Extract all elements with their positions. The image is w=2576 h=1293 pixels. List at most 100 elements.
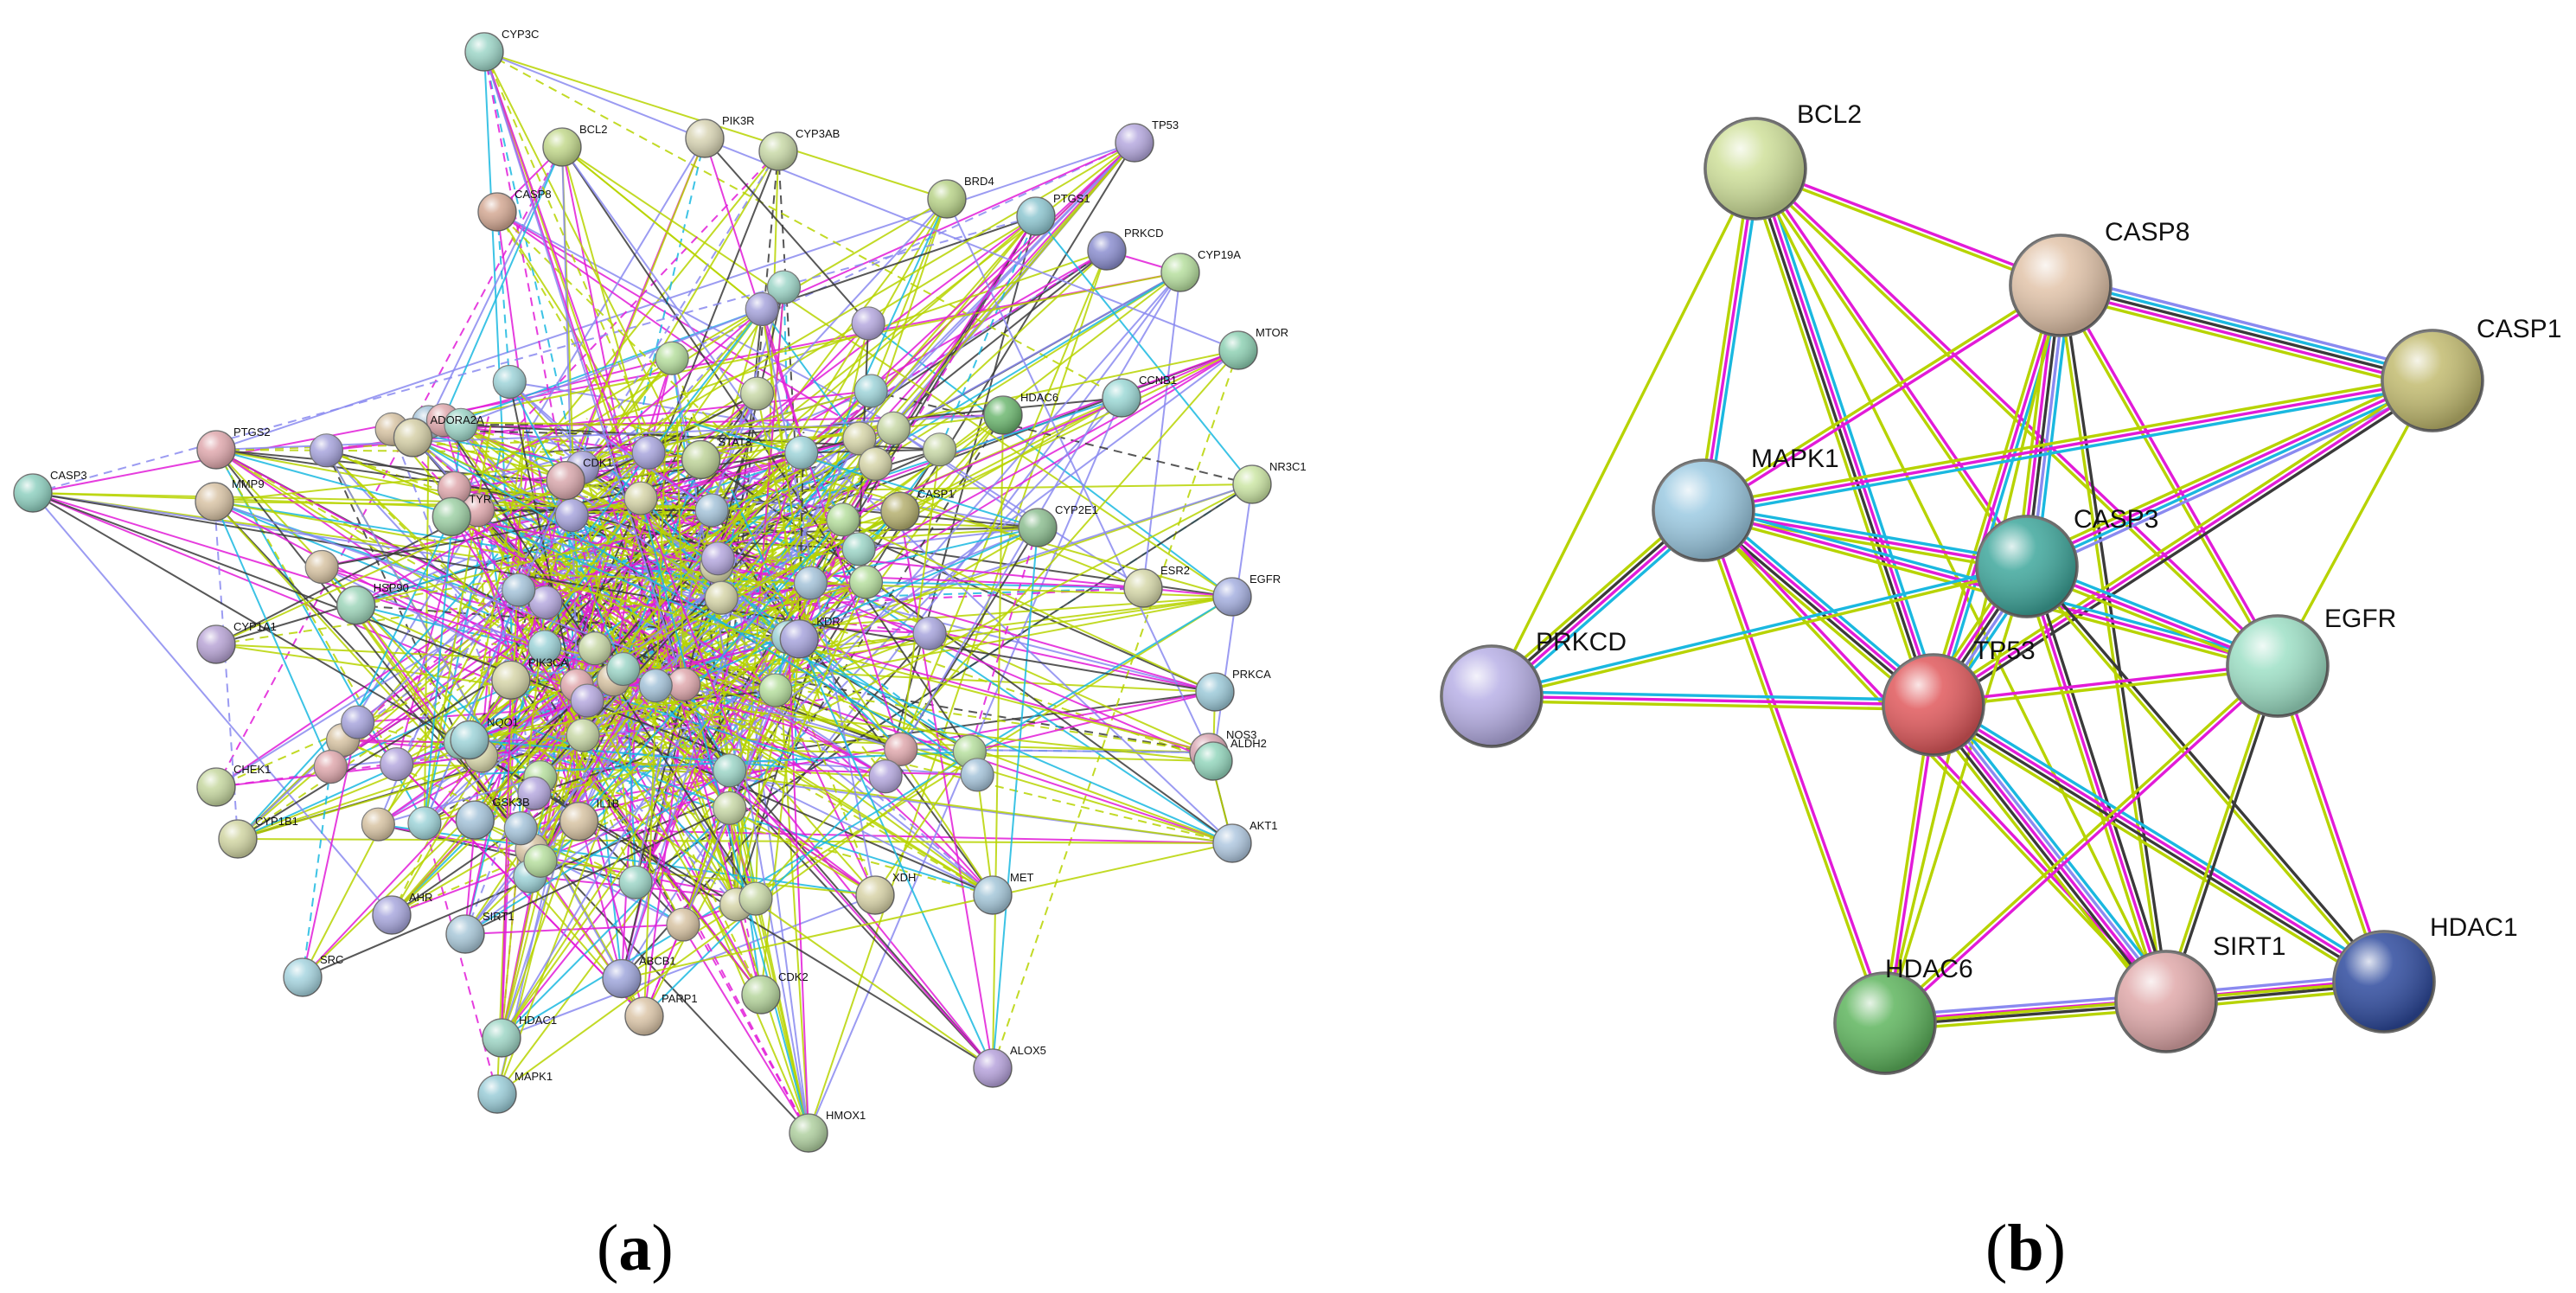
node-gloss [14, 474, 52, 512]
node-unlabeled [638, 669, 673, 703]
node-a-cyp19a: CYP19A [1160, 248, 1241, 292]
edge-line [2027, 564, 2387, 982]
edge-line [32, 492, 738, 906]
node-unlabeled [923, 432, 957, 467]
node-gloss [1441, 646, 1542, 746]
edge-line [423, 823, 498, 1095]
edge-line [453, 488, 809, 1134]
node-gloss [852, 306, 885, 340]
edge-line [643, 765, 776, 1017]
node-a-parp1: PARP1 [624, 992, 698, 1036]
node-gloss [789, 1114, 828, 1152]
node-gloss [606, 652, 640, 686]
node-gloss [686, 119, 724, 157]
node-a-egfr: EGFR [1212, 573, 1281, 617]
node-gloss [527, 630, 561, 663]
node-unlabeled [341, 705, 375, 739]
node-gloss [681, 440, 720, 479]
node-unlabeled [527, 630, 562, 664]
node-gloss [517, 777, 551, 810]
node-gloss [624, 482, 658, 515]
edge-line [1703, 509, 1889, 1023]
node-label: MAPK1 [515, 1070, 553, 1083]
node-gloss [438, 471, 471, 505]
edge-line [976, 774, 994, 896]
node-sirt1: SIRT1 [2114, 932, 2285, 1053]
edge-line [1700, 510, 2166, 1005]
node-gloss [758, 674, 792, 707]
edge-line [464, 807, 731, 935]
panel-b-edges [1486, 164, 2437, 1032]
node-gloss [856, 876, 894, 914]
edge-line [561, 146, 578, 686]
node-unlabeled [618, 865, 653, 899]
node-unlabeled [528, 586, 563, 620]
edge-line [237, 445, 693, 840]
edge-line [483, 51, 678, 665]
edge-line [509, 643, 809, 1134]
edge-line [325, 450, 462, 743]
edge-line [501, 821, 580, 1039]
node-unlabeled [502, 573, 536, 607]
edge-line [1701, 282, 2061, 510]
edge-line [1490, 562, 2027, 695]
node-gloss [2116, 951, 2216, 1052]
node-gloss [446, 915, 484, 953]
node-gloss [219, 820, 257, 858]
edge-line [501, 438, 860, 1039]
node-gloss [705, 581, 738, 615]
node-a-sirt1: SIRT1 [445, 910, 515, 954]
edge-line [342, 138, 706, 741]
node-unlabeled [858, 446, 892, 481]
edge-line [968, 527, 1039, 752]
edge-line [547, 754, 994, 896]
node-unlabeled [745, 291, 779, 327]
edge-line [1035, 215, 1253, 485]
node-unlabeled [758, 673, 793, 707]
node-gloss [571, 684, 604, 718]
node-unlabeled [407, 806, 442, 841]
edge-line [1703, 285, 2063, 514]
node-gloss [361, 808, 395, 842]
edge-line [2023, 566, 2384, 984]
node-label: PARP1 [662, 992, 698, 1005]
node-label: NR3C1 [1269, 460, 1307, 473]
edge-line [1755, 164, 2062, 285]
node-label: CASP8 [2105, 218, 2189, 246]
edge-line [215, 754, 482, 788]
edge-line [787, 215, 1037, 638]
edge-line [215, 142, 1135, 451]
edge-line [2061, 285, 2170, 1002]
panel-a-nodes: CYP3CPIK3RCYP3ABTP53BRD4PTGS1CYP19AMTORN… [13, 28, 1307, 1153]
node-unlabeled [309, 433, 344, 468]
edge-line [802, 397, 1122, 728]
edge-line [621, 842, 1233, 980]
node-unlabeled [566, 718, 600, 752]
node-label: CCNB1 [1139, 374, 1177, 387]
edge-line [538, 573, 1233, 598]
node-a-cyp2e1: CYP2E1 [1018, 503, 1098, 547]
node-label: HDAC1 [2430, 913, 2518, 942]
node-unlabeled [631, 435, 666, 470]
edge-line [1932, 703, 2168, 1003]
node-gloss [1103, 379, 1141, 417]
edge-line [1492, 689, 1934, 702]
edge-line [1747, 170, 1928, 708]
edge-line [1703, 383, 2434, 517]
node-unlabeled [848, 565, 884, 599]
node-gloss [880, 492, 919, 531]
node-label: HDAC6 [1020, 391, 1058, 404]
node-unlabeled [713, 791, 747, 825]
node-label: BCL2 [579, 123, 608, 136]
node-gloss [928, 180, 966, 218]
edge-line [595, 483, 718, 567]
node-gloss [1977, 516, 2077, 617]
node-label: ADORA2A [431, 413, 484, 426]
node-gloss [2010, 235, 2111, 336]
node-gloss [1161, 253, 1199, 291]
node-a-aldh2: ALDH2 [1193, 737, 1267, 781]
node-hdac1: HDAC1 [2332, 913, 2518, 1034]
caption-b-close: ) [2043, 1212, 2066, 1284]
node-gloss [1835, 973, 1935, 1073]
